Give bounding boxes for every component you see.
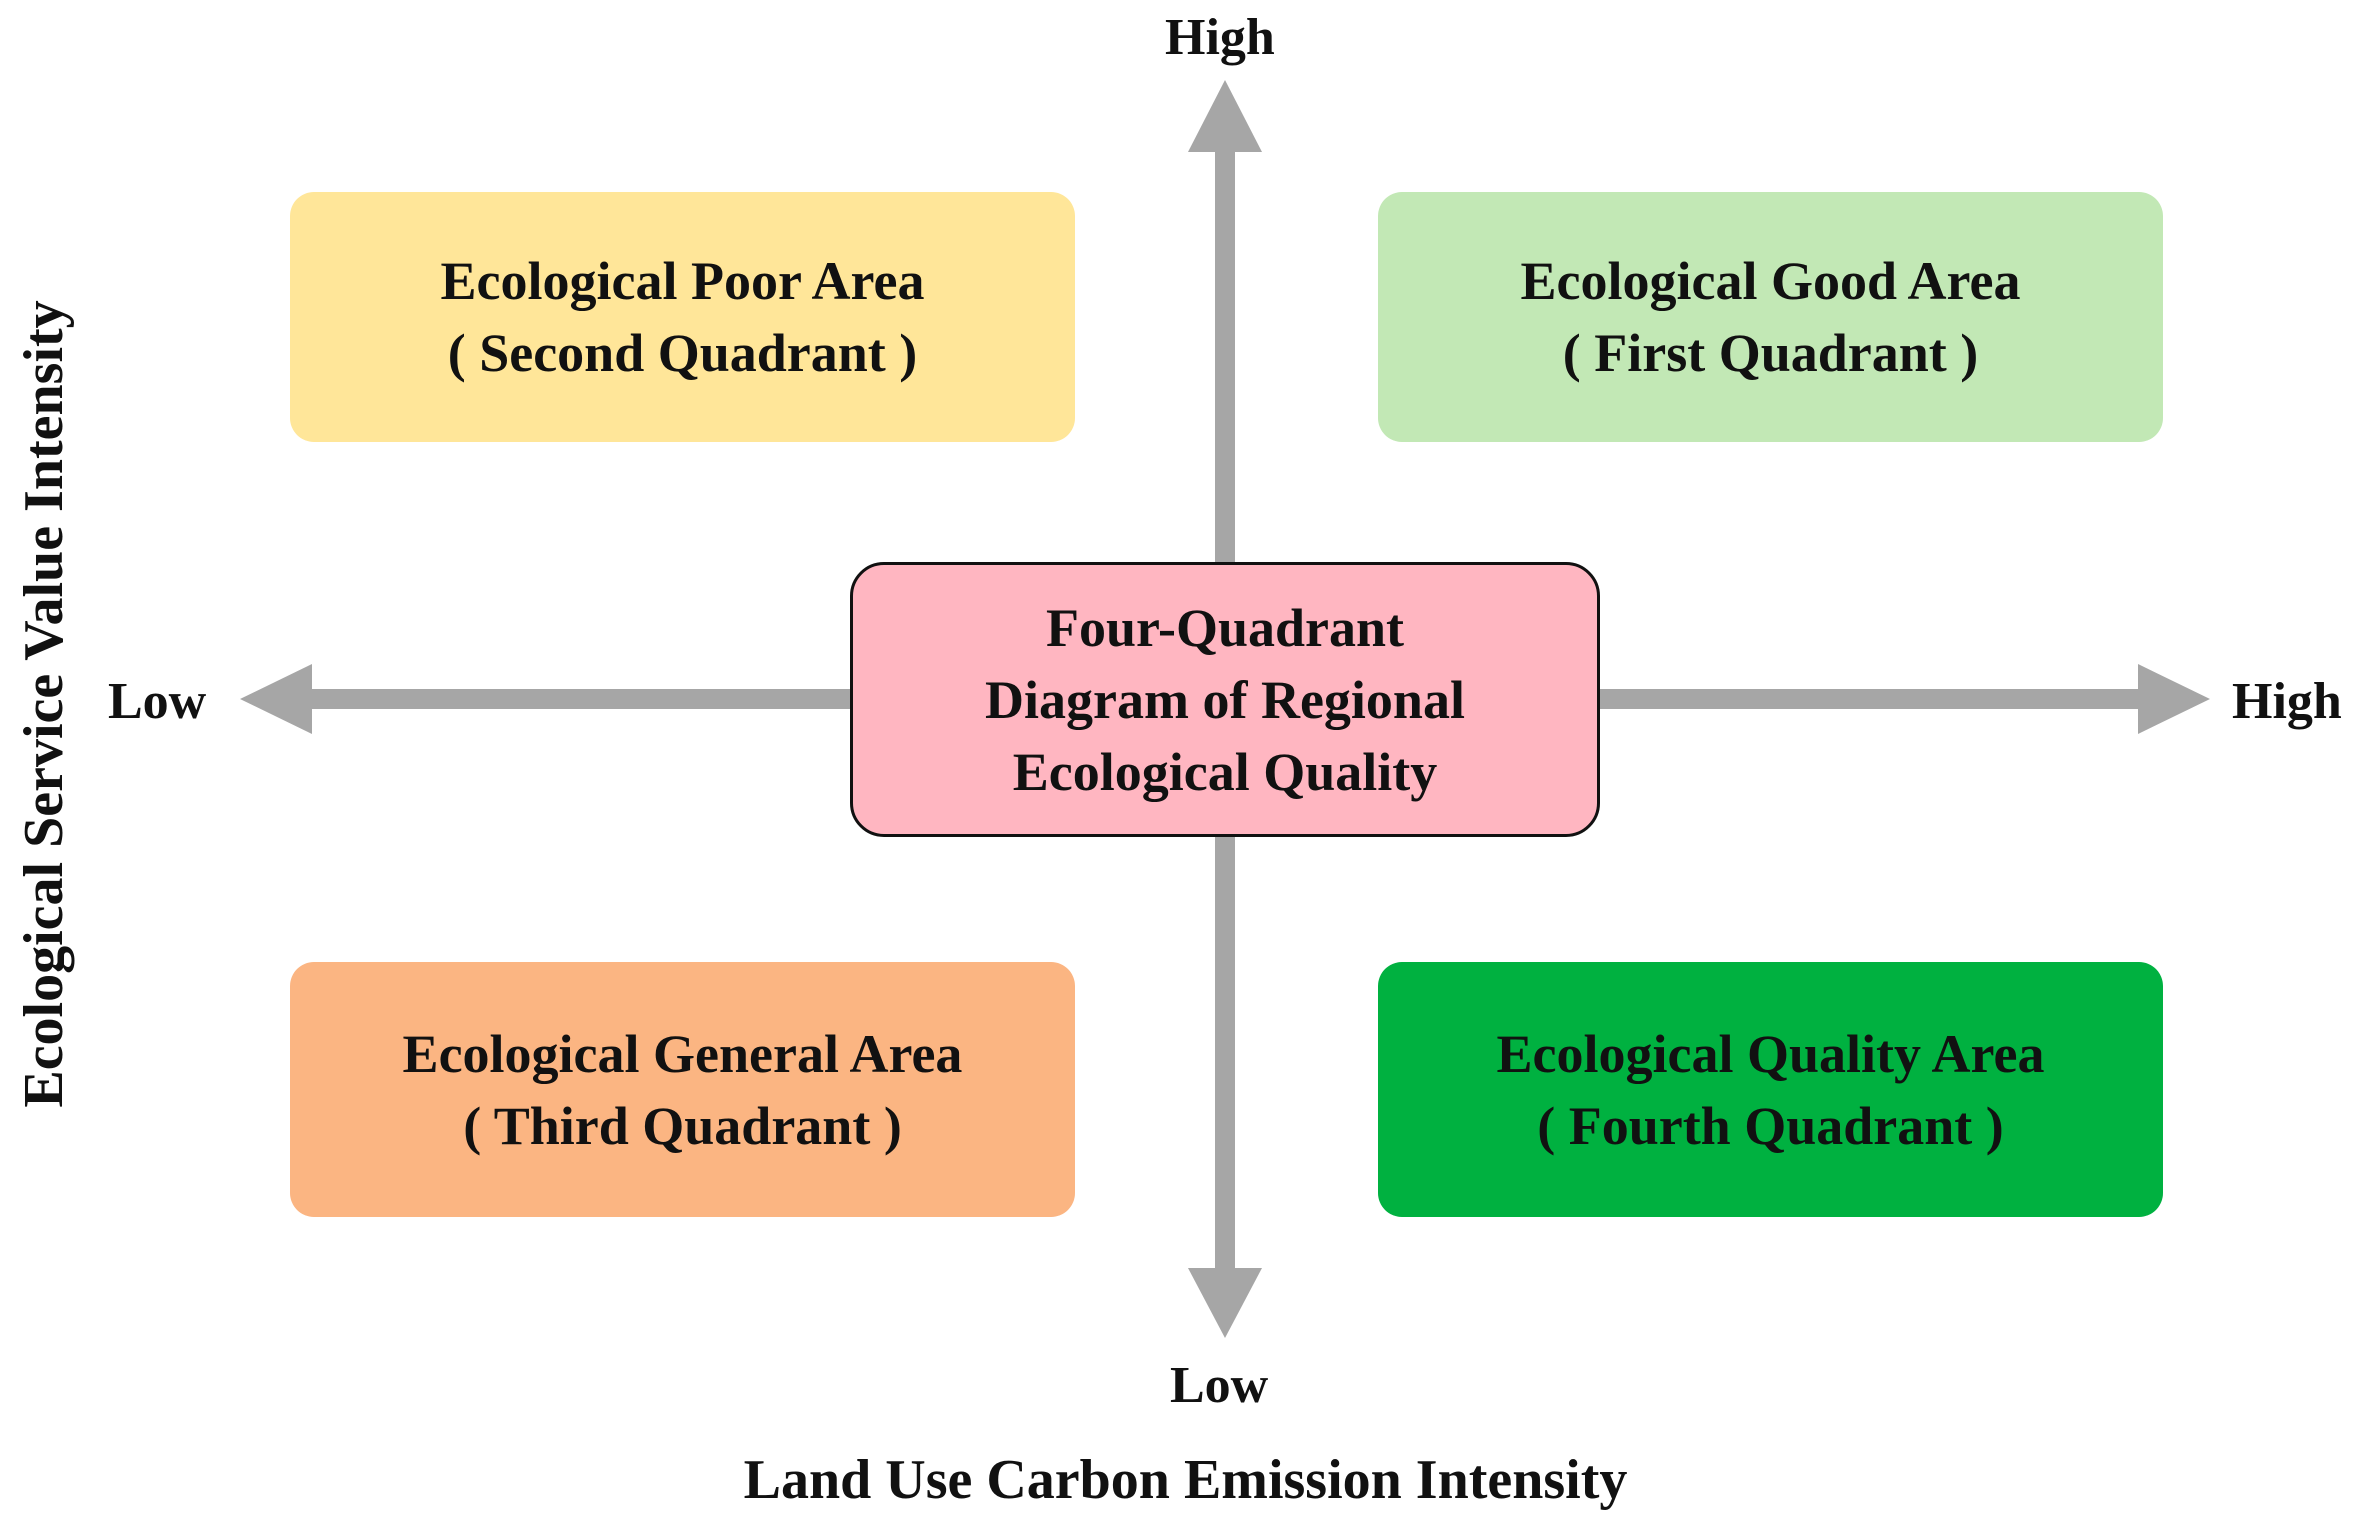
quadrant-subtitle: ( Fourth Quadrant ) <box>1537 1095 2004 1156</box>
y-axis-upper-shaft <box>1215 148 1235 562</box>
x-axis-low-label: Low <box>108 673 207 730</box>
x-axis-high-label: High <box>2232 673 2342 730</box>
x-axis-title: Land Use Carbon Emission Intensity <box>743 1449 1628 1511</box>
quadrant-subtitle: ( Second Quadrant ) <box>447 323 918 383</box>
quadrant-title: Ecological Quality Area <box>1496 1023 2045 1084</box>
center-title-line: Diagram of Regional <box>985 669 1465 730</box>
center-title-line: Four-Quadrant <box>1045 597 1404 658</box>
center-title-box: Four-Quadrant Diagram of Regional Ecolog… <box>850 562 1600 837</box>
quadrant-title: Ecological General Area <box>402 1023 963 1084</box>
y-axis-low-label: Low <box>1170 1357 1269 1414</box>
y-axis-high-label: High <box>1165 9 1275 66</box>
quadrant-ecological-good-area: Ecological Good Area ( First Quadrant ) <box>1378 192 2163 442</box>
quadrant-subtitle: ( First Quadrant ) <box>1562 323 1979 383</box>
quadrant-title: Ecological Poor Area <box>440 251 925 311</box>
y-axis-down-arrowhead <box>1188 1268 1262 1338</box>
y-axis-lower-shaft <box>1215 837 1235 1277</box>
x-axis-right-arrowhead <box>2138 664 2210 734</box>
y-axis-up-arrowhead <box>1188 80 1262 152</box>
x-axis-left-shaft <box>300 689 850 709</box>
x-axis-left-arrowhead <box>240 664 312 734</box>
x-axis-right-shaft <box>1600 689 2150 709</box>
quadrant-title: Ecological Good Area <box>1520 251 2021 311</box>
quadrant-subtitle: ( Third Quadrant ) <box>463 1095 902 1156</box>
center-title-line: Ecological Quality <box>1012 741 1438 802</box>
quadrant-ecological-poor-area: Ecological Poor Area ( Second Quadrant ) <box>290 192 1075 442</box>
y-axis-title: Ecological Service Value Intensity <box>13 300 75 1108</box>
quadrant-ecological-quality-area: Ecological Quality Area ( Fourth Quadran… <box>1378 962 2163 1217</box>
quadrant-ecological-general-area: Ecological General Area ( Third Quadrant… <box>290 962 1075 1217</box>
